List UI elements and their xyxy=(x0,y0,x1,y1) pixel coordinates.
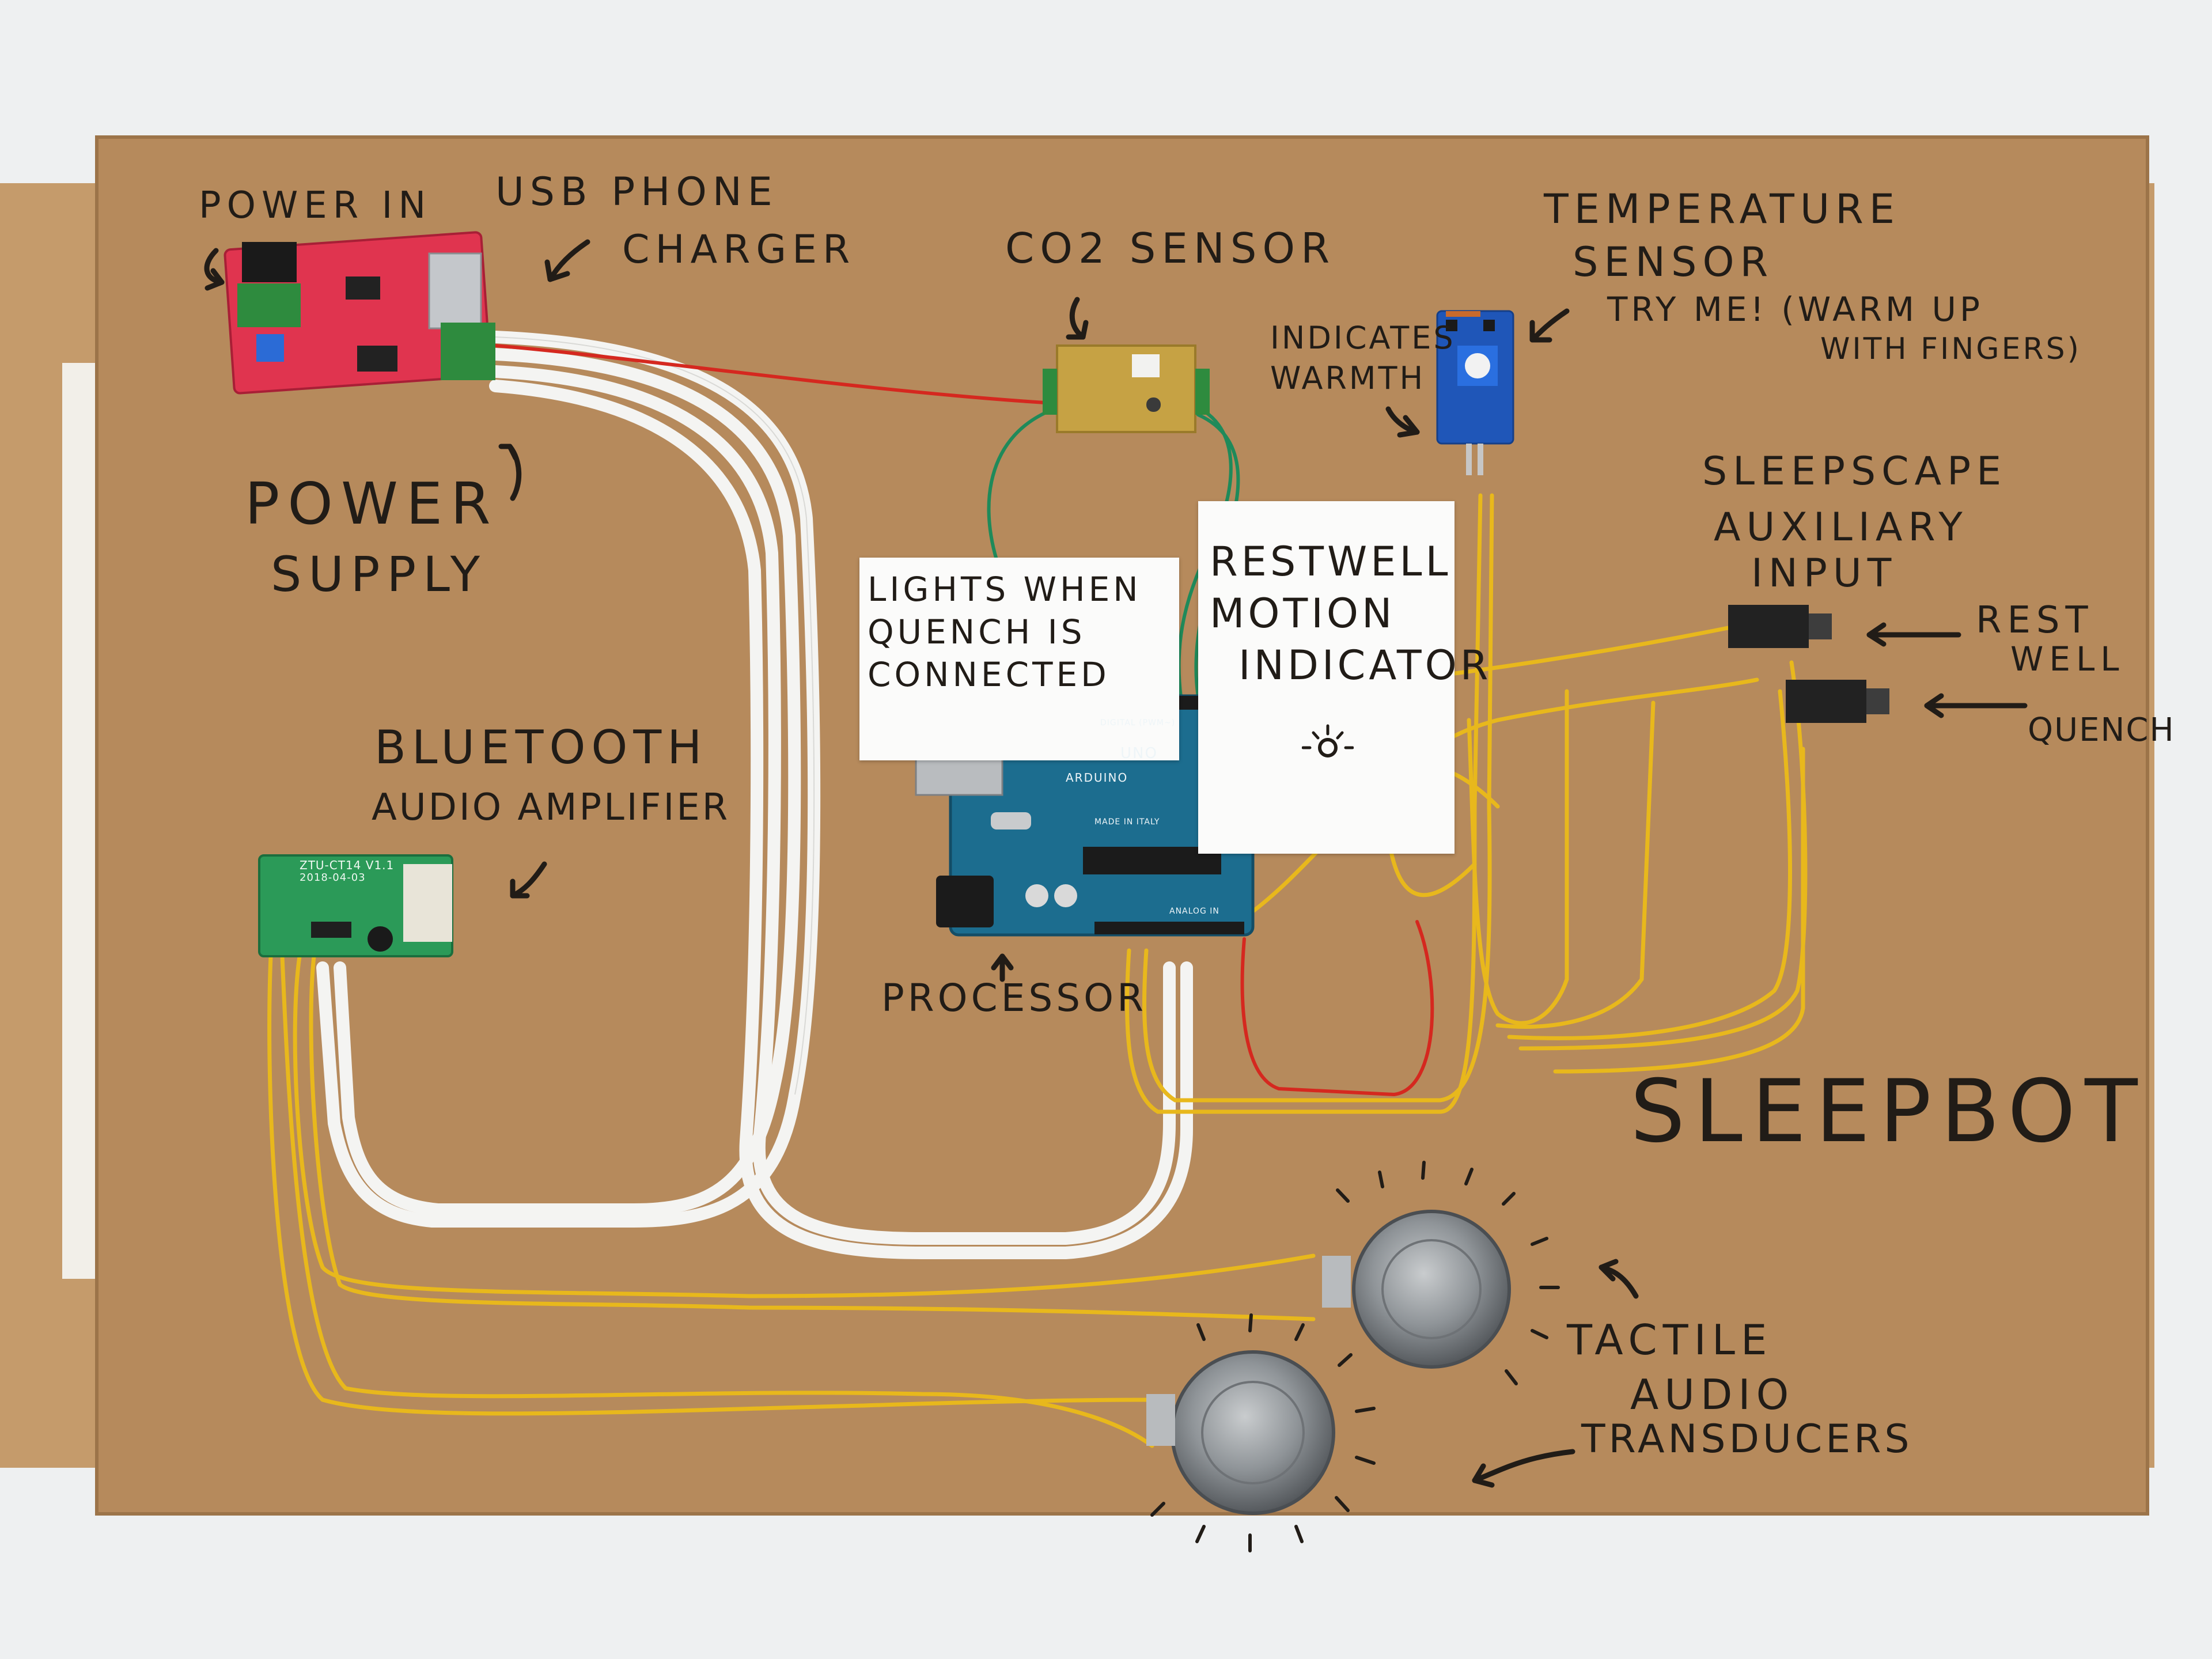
transducer-upper xyxy=(1322,1210,1511,1369)
analog-in-print: ANALOG IN xyxy=(1169,907,1219,916)
label-audio: AUDIO xyxy=(1630,1370,1795,1419)
arduino-print: ARDUINO xyxy=(1066,771,1128,785)
label-try-me: TRY ME! (WARM UP xyxy=(1607,290,1983,329)
label-tactile: TACTILE xyxy=(1567,1316,1773,1364)
note-restwell-motion: RESTWELL MOTION INDICATOR xyxy=(1198,501,1488,854)
transducer-lower xyxy=(1146,1350,1335,1515)
label-auxiliary: AUXILIARY xyxy=(1714,505,1968,550)
label-power: POWER xyxy=(245,470,499,537)
label-restwell: RESTWELL xyxy=(1210,538,1452,585)
label-warmth: WARMTH xyxy=(1270,360,1426,396)
label-usb-phone: USB PHONE xyxy=(495,169,778,215)
label-co2-sensor: CO2 SENSOR xyxy=(1005,224,1336,272)
label-with-fingers: WITH FINGERS) xyxy=(1820,332,2081,366)
label-supply: SUPPLY xyxy=(271,546,487,603)
temperature-sensor xyxy=(1436,310,1514,475)
label-quench: QUENCH xyxy=(2028,711,2175,749)
label-indicator: INDICATOR xyxy=(1238,642,1492,689)
label-sleepscape: SLEEPSCAPE xyxy=(1702,449,2008,494)
label-temperature: TEMPERATURE xyxy=(1544,185,1900,233)
label-well: WELL xyxy=(2010,639,2125,679)
ink-arrows xyxy=(204,239,2028,1488)
label-input: INPUT xyxy=(1751,551,1897,596)
label-bluetooth: BLUETOOTH xyxy=(374,721,708,774)
label-audio-amplifier: AUDIO AMPLIFIER xyxy=(372,786,730,829)
label-sensor: SENSOR xyxy=(1573,238,1774,286)
label-connected: CONNECTED xyxy=(868,655,1110,694)
red-wires xyxy=(494,344,1434,1097)
amp-model-print: ZTU-CT14 V1.1 xyxy=(300,858,395,872)
label-power-in: POWER IN xyxy=(199,184,432,227)
label-rest: REST xyxy=(1976,599,2094,642)
uno-print: UNO xyxy=(1120,745,1158,762)
audio-jack-restwell xyxy=(1728,605,1832,648)
label-motion: MOTION xyxy=(1210,590,1396,637)
white-power-wires xyxy=(316,331,1193,1259)
sun-icon xyxy=(1301,720,1354,772)
bluetooth-amplifier xyxy=(258,854,453,957)
label-processor: PROCESSOR xyxy=(881,976,1147,1020)
acrylic-strip xyxy=(62,363,98,1279)
amp-date-print: 2018-04-03 xyxy=(300,872,366,884)
made-in-italy-print: MADE IN ITALY xyxy=(1094,817,1160,827)
label-indicates: INDICATES xyxy=(1270,320,1456,356)
label-transducers: TRANSDUCERS xyxy=(1581,1416,1913,1462)
usb-charger-board xyxy=(224,231,495,395)
vibration-marks xyxy=(1150,1161,1560,1552)
digital-print: DIGITAL (PWM~) xyxy=(1100,718,1176,728)
co2-sensor xyxy=(1043,344,1210,433)
label-charger: CHARGER xyxy=(622,227,856,272)
label-quench-is: QUENCH IS xyxy=(868,612,1086,652)
label-lights-when: LIGHTS WHEN xyxy=(868,570,1142,609)
note-quench-light: LIGHTS WHEN QUENCH IS CONNECTED xyxy=(859,558,1179,760)
audio-jack-quench xyxy=(1786,680,1889,723)
label-sleepbot: SLEEPBOT xyxy=(1630,1062,2147,1162)
